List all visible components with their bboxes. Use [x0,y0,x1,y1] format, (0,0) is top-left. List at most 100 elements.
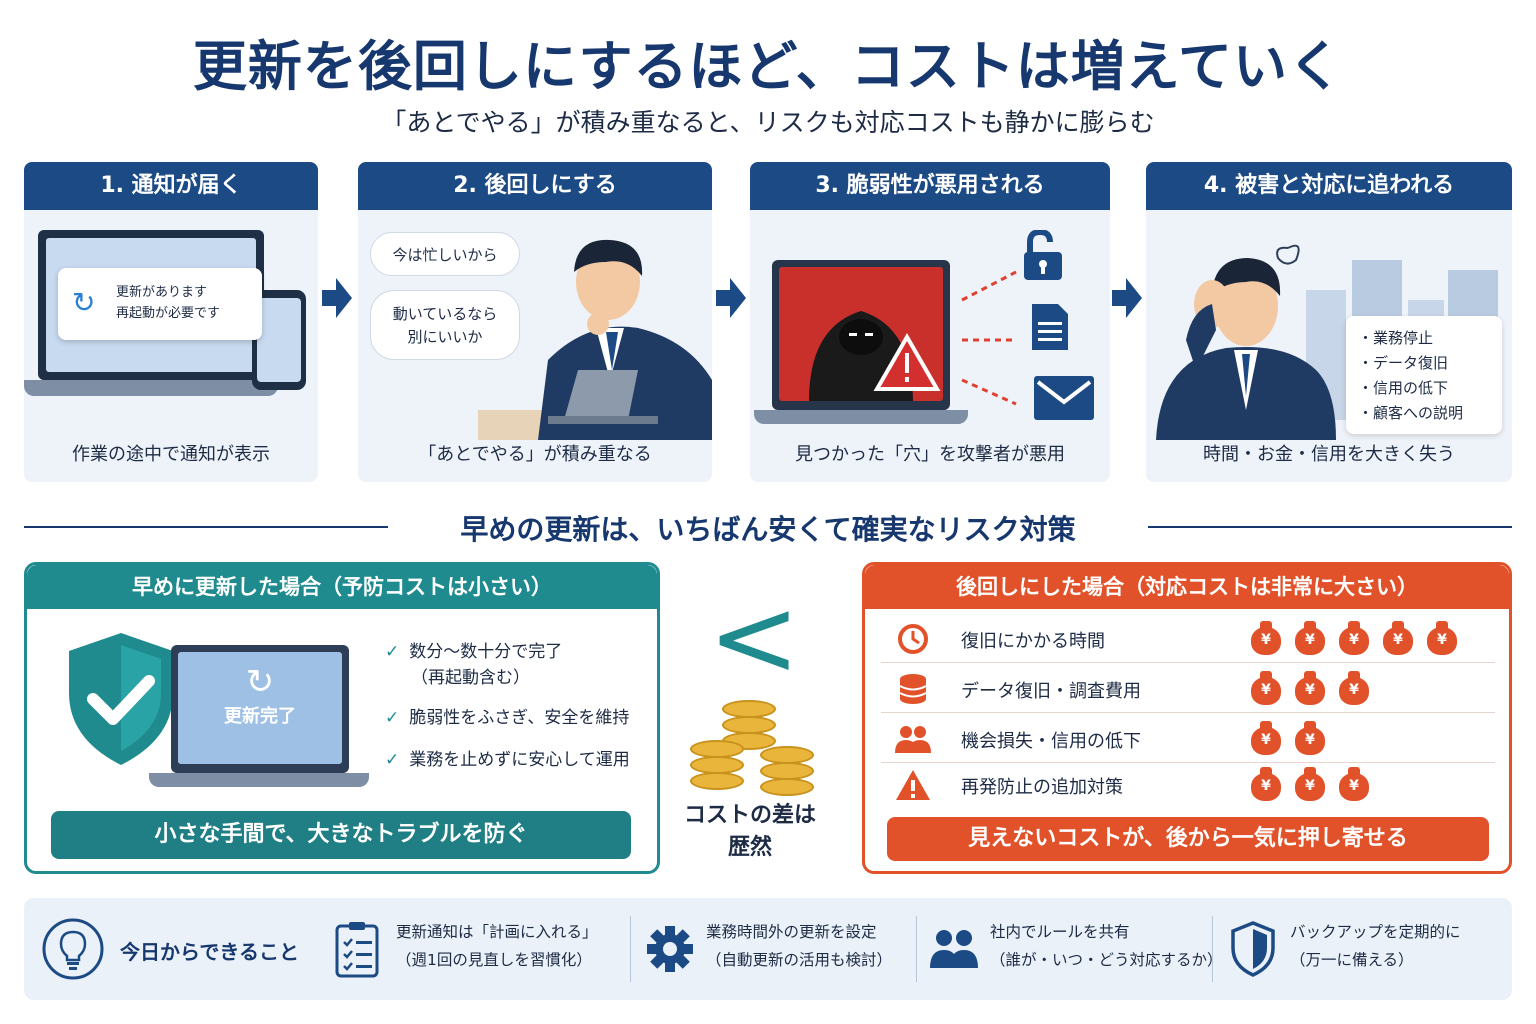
tip-separator [916,916,917,982]
step-illustration: 今は忙しいから 動いているなら 別にいいか [358,210,712,440]
right-arrow-icon [1112,278,1142,318]
money-bag-icon: ¥ [1337,765,1371,801]
step-illustration: ・業務停止 ・データ復旧 ・信用の低下 ・顧客への説明 [1146,210,1512,440]
refresh-icon: ↻ [72,286,96,319]
less-than-sign: < [708,573,801,701]
checklist-icon [335,922,379,978]
lightbulb-icon [42,918,104,980]
cost-label: 復旧にかかる時間 [961,631,1105,652]
cost-label: データ復旧・調査費用 [961,681,1141,702]
clock-icon [898,624,928,654]
money-bag-icon: ¥ [1337,669,1371,705]
notification-line2: 再起動が必要です [116,306,221,321]
refresh-icon: ↻ [245,662,275,702]
money-bag-icon: ¥ [1293,765,1327,801]
money-bag-icon: ¥ [1293,719,1327,755]
step-card-exploit: 3. 脆弱性が悪用される [750,162,1110,482]
step-card-damage: 4. 被害と対応に追われる ・業務停止 ・データ復旧 ・信用の低下 ・顧客への説… [1146,162,1512,482]
step-illustration: ↻ 更新があります 再起動が必要です [24,210,318,440]
step-card-notification: 1. 通知が届く ↻ 更新があります 再起動が必要です 作業の途中で通知が表示 [24,162,318,482]
attack-arrows [961,270,1017,406]
laptop-base [149,773,369,787]
step-title: 2. 後回しにする [358,162,712,210]
tip-item: 更新通知は「計画に入れる」 （週1回の見直しを習慣化） [396,923,598,969]
thinking-businessman-illustration [478,239,712,440]
cost-row: 機会損失・信用の低下 ¥¥ [881,715,1495,763]
page-subtitle: 「あとでやる」が積み重なると、リスクも対応コストも静かに膨らむ [381,108,1155,137]
step-title: 1. 通知が届く [24,162,318,210]
check-icon: ✓ [385,750,400,770]
step-caption: 作業の途中で通知が表示 [72,444,270,465]
shield-icon [1231,921,1275,977]
late-banner: 見えないコストが、後から一気に押し寄せる [887,817,1489,861]
laptop-icon [772,260,950,410]
money-bag-icon: ¥ [1249,765,1283,801]
notification-line1: 更新があります [116,285,208,300]
step-title: 4. 被害と対応に追われる [1146,162,1512,210]
tip-item: 業務時間外の更新を設定 （自動更新の活用も検討） [706,923,893,969]
laptop-icon: ↻ 更新完了 [171,645,349,773]
step-card-postpone: 2. 後回しにする 今は忙しいから 動いているなら 別にいいか 「あとでやる」が… [358,162,712,482]
check-icon: ✓ [385,642,400,662]
divider-line [1148,526,1512,528]
laptop-base [754,410,968,424]
divider-line [24,526,388,528]
section-heading: 早めの更新は、いちばん安くて確実なリスク対策 [460,513,1076,546]
benefit-item: ✓脆弱性をふさぎ、安全を維持 [385,708,630,728]
envelope-icon [1034,376,1094,420]
money-bag-icon: ¥ [1293,619,1327,655]
hacker-icon [809,311,941,401]
warning-icon [896,770,930,800]
late-update-panel: 後回しにした場合（対応コストは非常に大さい） 復旧にかかる時間 ¥¥¥¥¥ デー… [862,562,1512,874]
money-bag-icon: ¥ [1249,669,1283,705]
tip-item: 社内でルールを共有 （誰が・いつ・どう対応するか） [990,923,1223,969]
cost-row: 再発防止の追加対策 ¥ ¥ ¥ [881,761,1495,809]
team-icon [930,930,978,968]
damage-item: ・顧客への説明 [1358,404,1464,422]
panel-title: 早めに更新した場合（予防コストは小さい） [27,565,657,609]
thought-bubble: 今は忙しいから [370,232,520,276]
money-bag-icon: ¥ [1337,619,1371,655]
document-icon [1032,304,1068,350]
cost-row: データ復旧・調査費用 ¥ ¥ ¥ [881,665,1495,713]
damage-list: ・業務停止 ・データ復旧 ・信用の低下 ・顧客への説明 [1346,316,1502,434]
cost-label: 再発防止の追加対策 [961,777,1123,798]
money-bag-icon: ¥ [1293,669,1327,705]
people-icon [895,726,931,753]
cost-bags: ¥ ¥ ¥ [1249,765,1381,805]
step-illustration [750,210,1110,440]
step-caption: 時間・お金・信用を大きく失う [1203,444,1455,465]
cost-row: 復旧にかかる時間 ¥¥¥¥¥ [881,615,1495,663]
right-arrow-icon [322,278,352,318]
unlocked-padlock-icon [1024,230,1062,280]
step-title: 3. 脆弱性が悪用される [750,162,1110,210]
benefit-item: ✓業務を止めずに安心して運用 [385,750,630,770]
cost-bags: ¥ ¥ ¥ [1249,669,1381,709]
early-update-panel: 早めに更新した場合（予防コストは小さい） ↻ 更新完了 ✓数分〜数十分で完了 （… [24,562,660,874]
damage-item: ・信用の低下 [1358,379,1449,397]
early-banner: 小さな手間で、大きなトラブルを防ぐ [51,811,631,859]
today-actions-bar: 今日からできること 更新通知は「計画に入れる」 （週1回の見直しを習慣化） 業務… [24,898,1512,1000]
check-icon: ✓ [385,708,400,728]
money-bag-icon: ¥ [1425,619,1459,655]
cost-difference-label: コストの差は 歴然 [683,803,816,860]
tip-separator [630,916,631,982]
panel-title: 後回しにした場合（対応コストは非常に大さい） [865,565,1509,609]
laptop-base [24,380,278,396]
step-caption: 「あとでやる」が積み重なる [418,444,652,465]
database-icon [899,674,927,704]
tip-separator [1212,916,1213,982]
damage-item: ・データ復旧 [1358,354,1449,372]
tip-item: バックアップを定期的に （万一に備える） [1290,923,1461,969]
damage-item: ・業務停止 [1358,329,1434,347]
step-caption: 見つかった「穴」を攻撃者が悪用 [795,444,1065,465]
thought-bubble: 動いているなら 別にいいか [370,290,520,360]
cost-bags: ¥¥¥¥¥ [1249,619,1469,659]
page-title: 更新を後回しにするほど、コストは増えていく [192,35,1344,98]
update-notification: ↻ 更新があります 再起動が必要です [58,268,262,340]
today-label: 今日からできること [120,940,299,964]
right-arrow-icon [716,278,746,318]
cost-label: 機会損失・信用の低下 [961,731,1141,752]
money-bag-icon: ¥ [1381,619,1415,655]
cost-bags: ¥¥ [1249,719,1337,759]
